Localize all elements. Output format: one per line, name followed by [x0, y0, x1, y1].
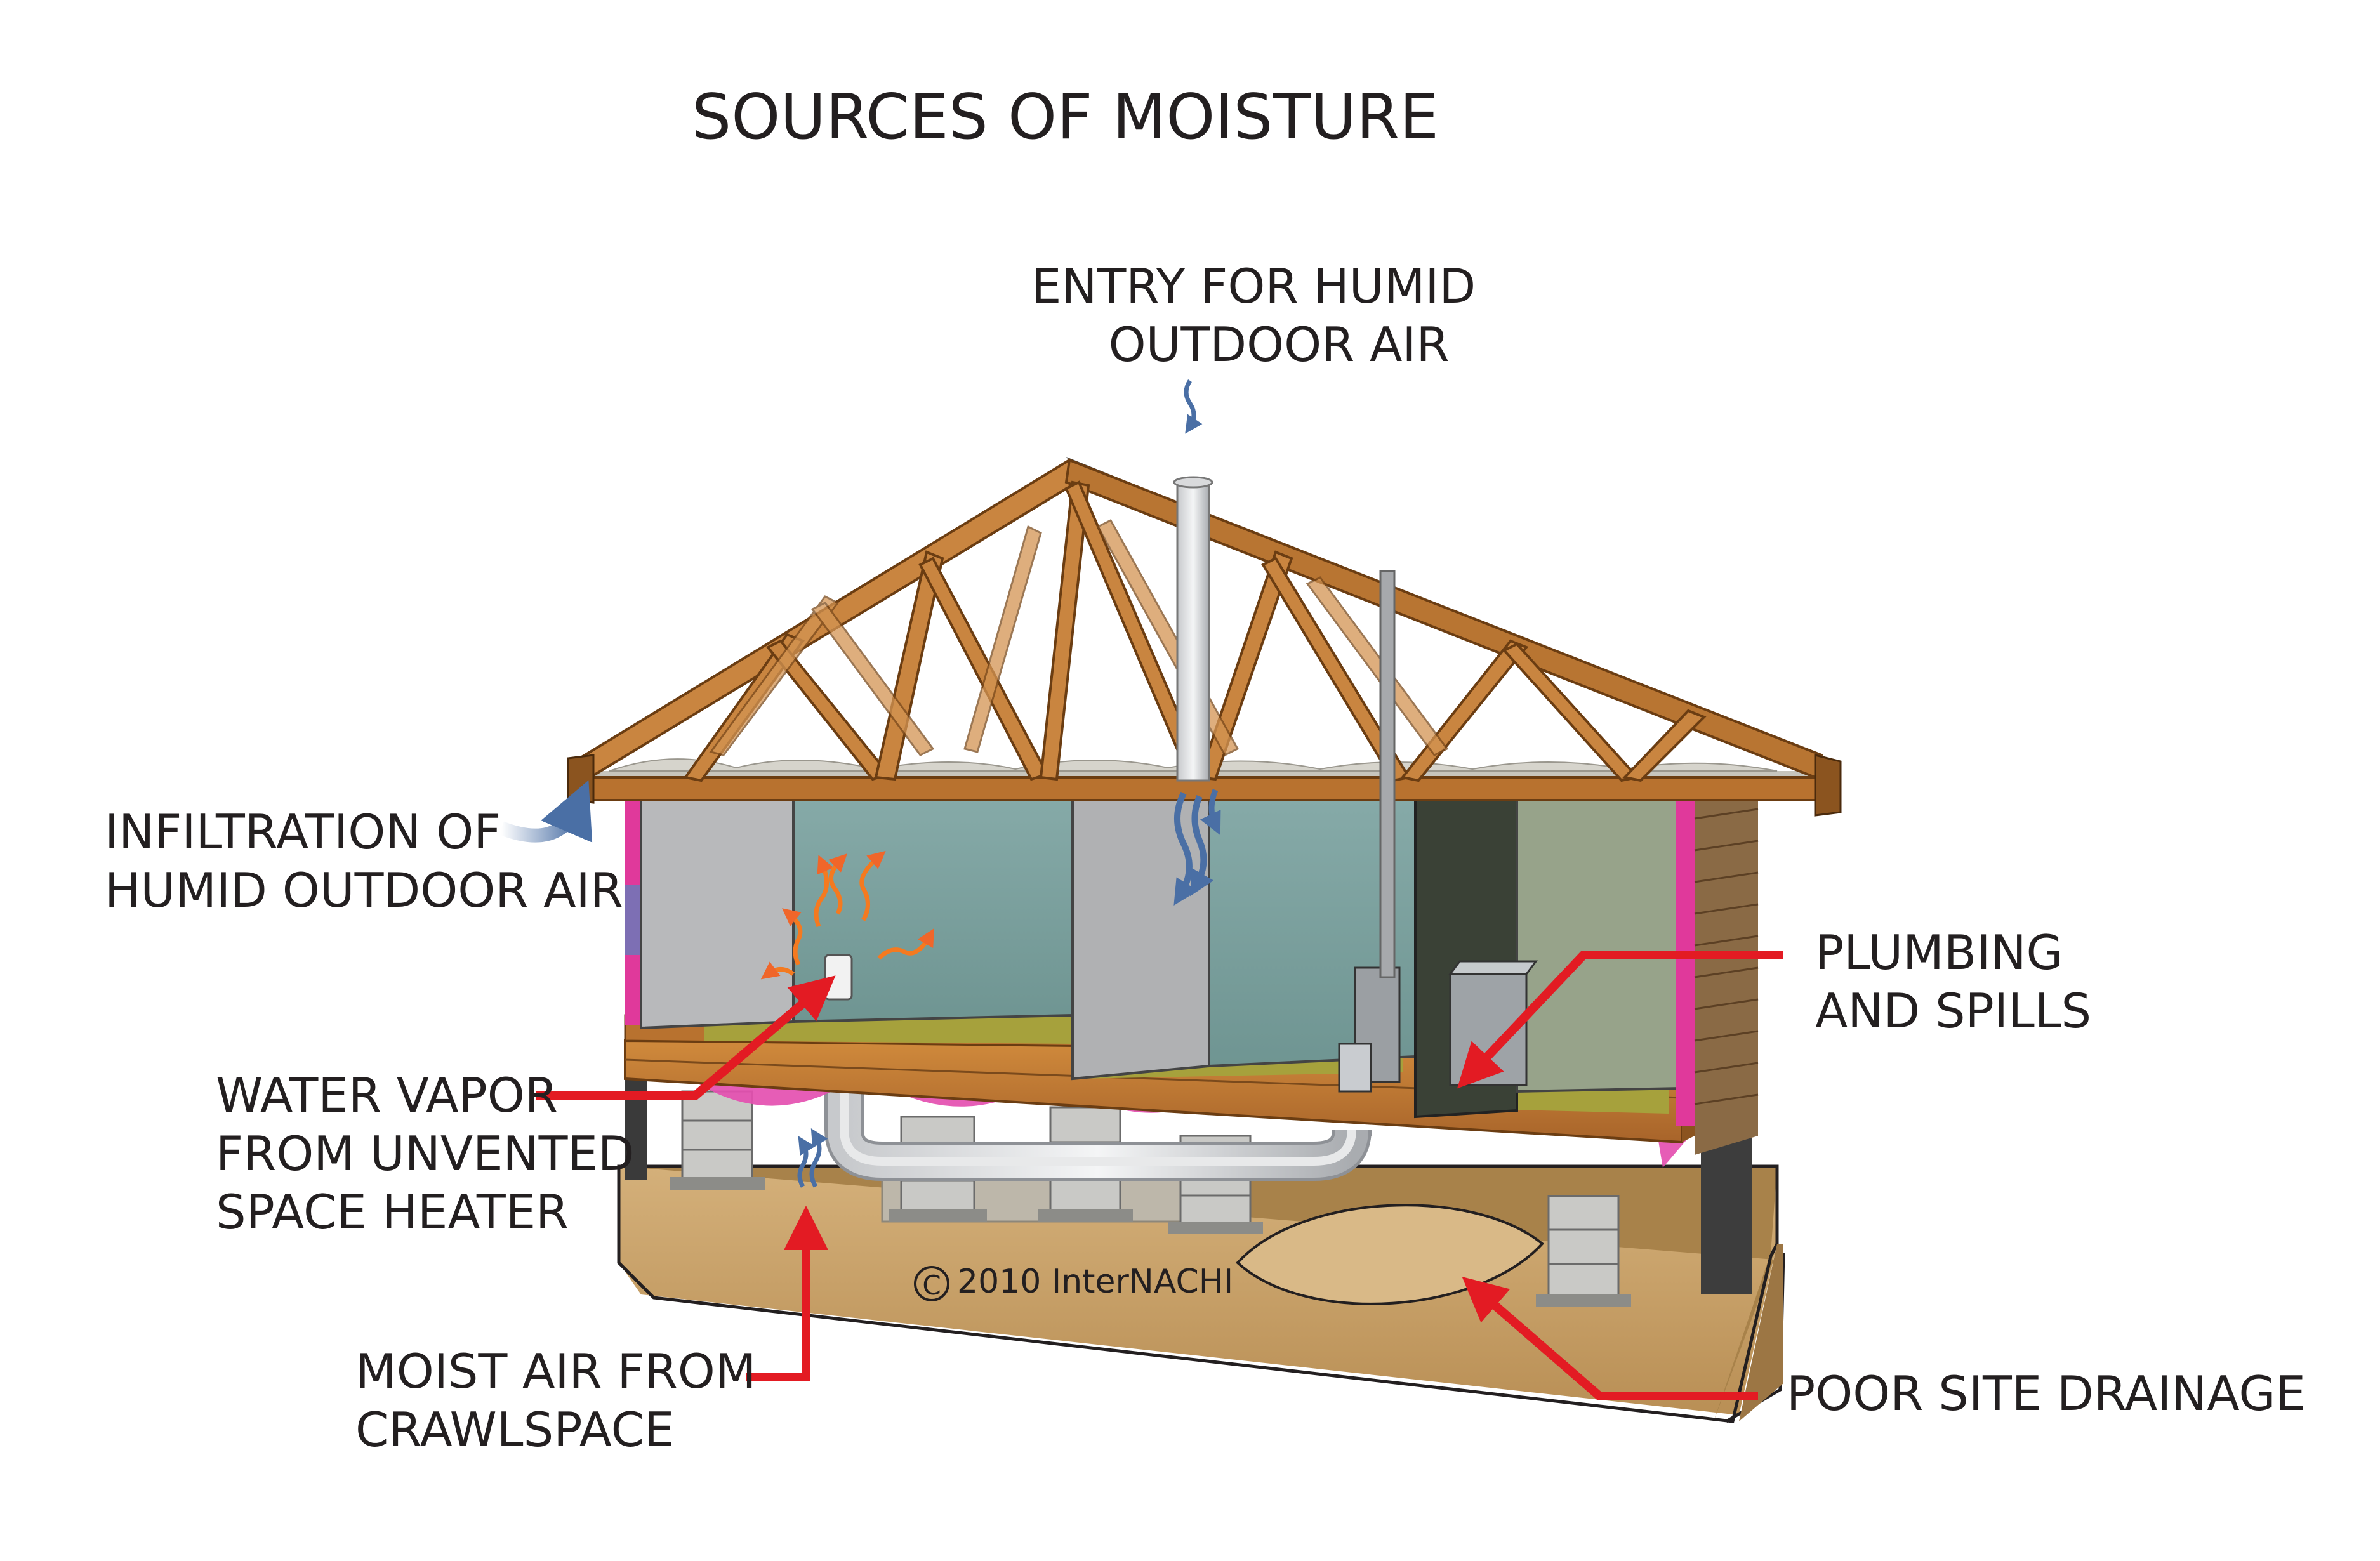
humid-air-arrows [499, 379, 1221, 1188]
label-plumbing: PLUMBING AND SPILLS [1815, 923, 2091, 1040]
label-moist-air: MOIST AIR FROM CRAWLSPACE [355, 1342, 757, 1459]
label-line: HUMID OUTDOOR AIR [105, 862, 623, 918]
water-vapor-pointer [536, 975, 836, 1100]
copyright-symbol: C [914, 1266, 949, 1301]
vent-stacks [1173, 476, 1396, 978]
label-line: WATER VAPOR [216, 1067, 558, 1123]
roof-and-trusses [567, 457, 1842, 817]
diagram-title: SOURCES OF MOISTURE [692, 81, 1439, 154]
moist-air-pointer [746, 1206, 828, 1381]
label-infiltration: INFILTRATION OF HUMID OUTDOOR AIR [105, 803, 623, 919]
plumbing-pointer [1457, 951, 1783, 1089]
copyright-text: 2010 InterNACHI [957, 1263, 1234, 1301]
label-line: CRAWLSPACE [355, 1402, 675, 1458]
drainage-pointer [1462, 1277, 1758, 1400]
pointer-arrows [536, 951, 1783, 1400]
label-line: OUTDOOR AIR [1108, 317, 1450, 372]
label-line: SPACE HEATER [216, 1184, 569, 1240]
label-line: ENTRY FOR HUMID [1031, 258, 1476, 314]
label-line: AND SPILLS [1815, 983, 2092, 1039]
label-line: FROM UNVENTED [216, 1126, 635, 1182]
label-entry-humid-air: ENTRY FOR HUMID OUTDOOR AIR [1031, 257, 1476, 374]
label-line: MOIST AIR FROM [355, 1343, 757, 1399]
label-water-vapor: WATER VAPOR FROM UNVENTED SPACE HEATER [216, 1066, 635, 1241]
label-line: INFILTRATION OF [105, 804, 501, 860]
heat-arrows [760, 850, 934, 980]
space-heater [824, 954, 853, 1001]
label-poor-drainage: POOR SITE DRAINAGE [1787, 1364, 2306, 1423]
drain-pipe [824, 1082, 1372, 1181]
label-line: PLUMBING [1815, 925, 2063, 980]
label-line: POOR SITE DRAINAGE [1787, 1366, 2306, 1421]
